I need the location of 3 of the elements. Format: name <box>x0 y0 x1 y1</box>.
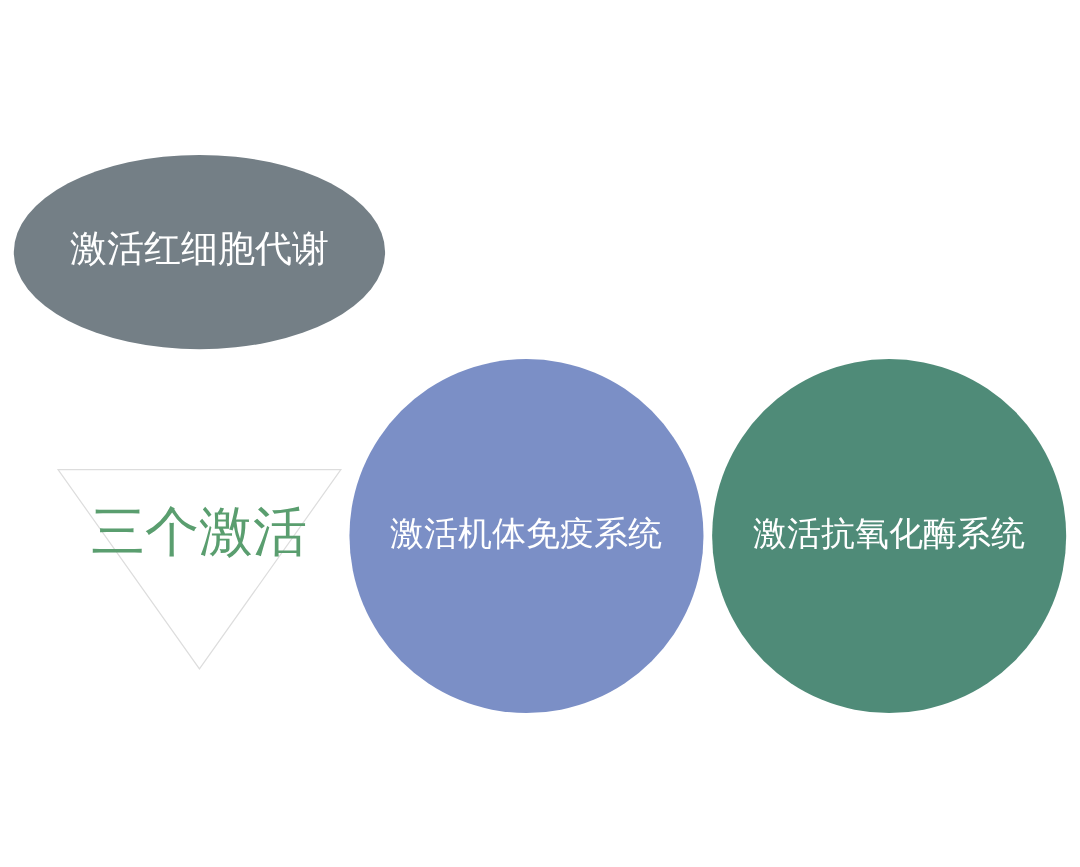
node-circle: 激活机体免疫系统 <box>349 358 704 713</box>
node-circle: 激活抗氧化酶系统 <box>712 358 1067 713</box>
node-ellipse: 激活红细胞代谢 <box>13 154 386 349</box>
